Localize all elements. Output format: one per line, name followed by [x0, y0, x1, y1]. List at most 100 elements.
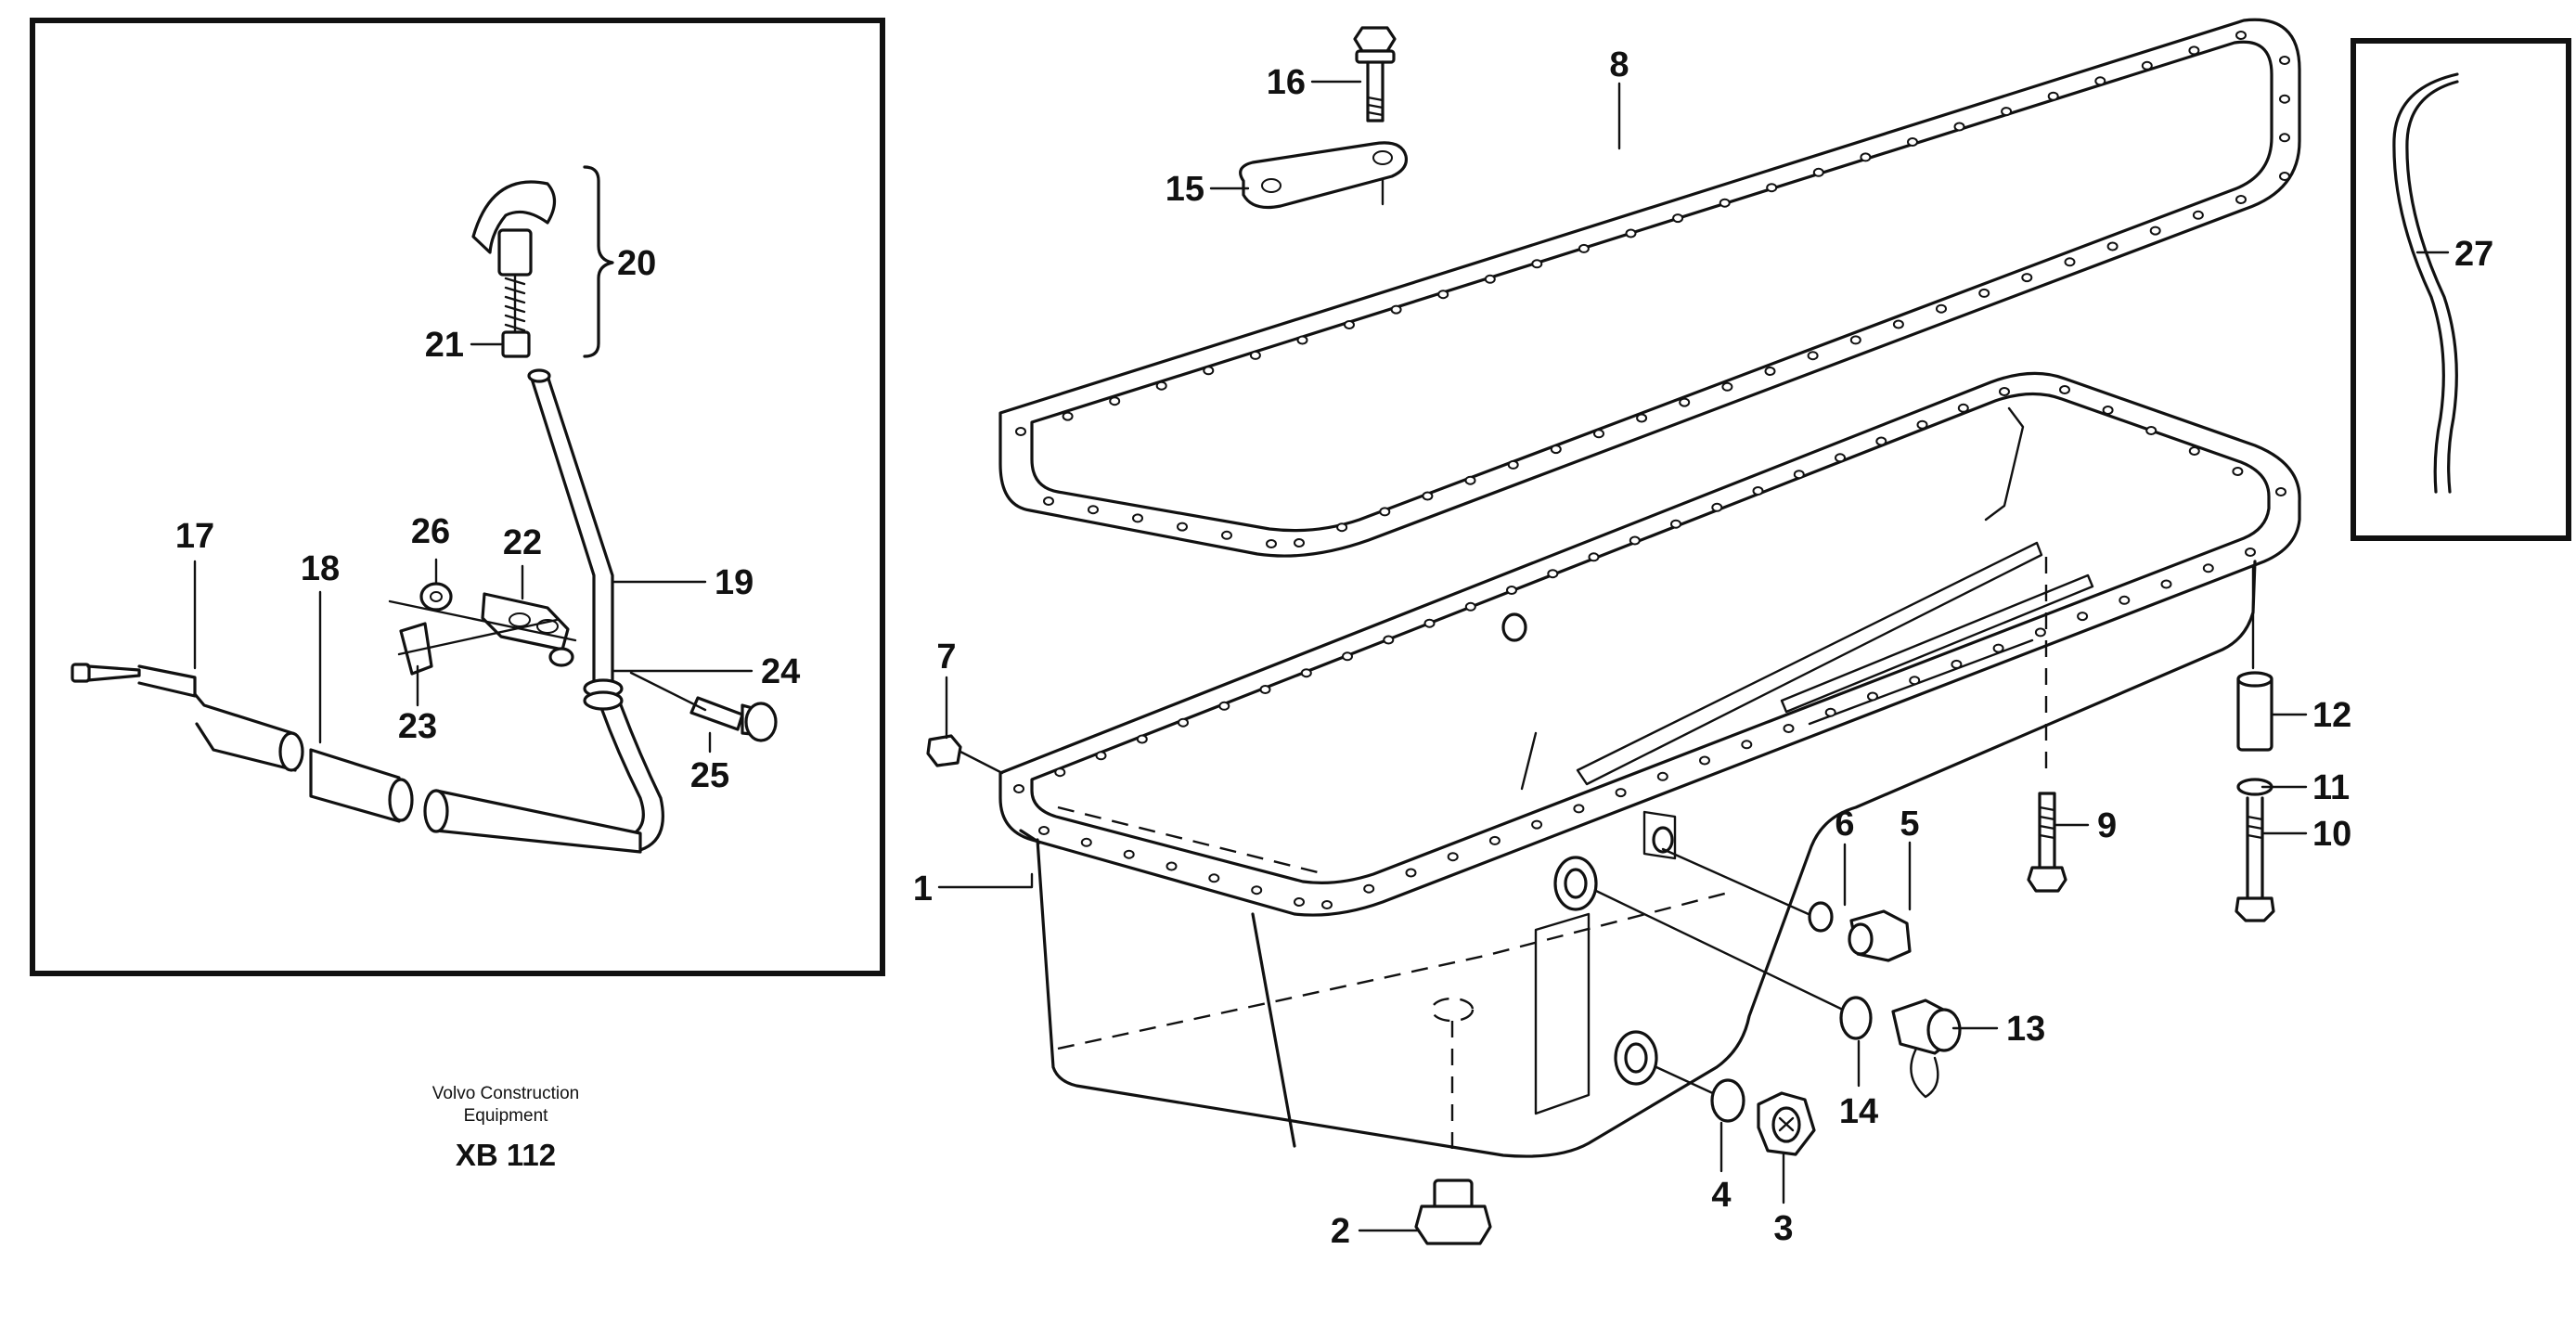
plug-7 [926, 734, 1004, 775]
callout-23: 23 [398, 707, 437, 746]
drain-plug-2 [1414, 997, 1492, 1245]
oil-pan [998, 371, 2301, 1158]
callout-5: 5 [1900, 805, 1919, 844]
bolt-hole [2149, 225, 2161, 236]
plug-3 [1757, 1091, 1816, 1156]
bolt-hole [2001, 107, 2013, 117]
spacer-12 [2236, 564, 2273, 752]
callout-3: 3 [1773, 1209, 1793, 1248]
leader-lines [193, 80, 2450, 1232]
bolt-hole [1992, 643, 2004, 653]
callout-11: 11 [2312, 768, 2350, 807]
bolt-hole [1907, 137, 1918, 147]
bolt-hole [1294, 538, 1305, 548]
bolt-hole [1249, 350, 1261, 360]
bolt-hole [1951, 659, 1963, 669]
bolt-hole [1266, 539, 1277, 548]
bolt-hole [1835, 453, 1846, 463]
dipstick-rod [71, 663, 304, 772]
bolt-holes [1013, 31, 2290, 909]
bolt-hole [1155, 380, 1167, 391]
bracket-20 [583, 165, 614, 358]
bolt-hole [1321, 900, 1333, 909]
callout-7: 7 [936, 638, 956, 676]
bolt-hole [1625, 228, 1637, 238]
plug-5 [1848, 909, 1912, 962]
caption-line1: Volvo Construction [432, 1084, 579, 1103]
bolt-hole [2145, 426, 2157, 435]
bolt-hole [1251, 885, 1263, 895]
bolt-hole [1531, 819, 1543, 830]
bolt-hole [1909, 676, 1921, 686]
bolt-hole [1218, 701, 1230, 711]
bolt-hole [1123, 849, 1135, 859]
bolt-hole [2279, 94, 2290, 104]
callout-20: 20 [617, 244, 656, 283]
rubber-sleeve [309, 748, 414, 823]
bolt-hole [1336, 522, 1348, 533]
bolt-hole [2279, 133, 2290, 143]
seal-4 [1710, 1078, 1745, 1123]
bolt-hole [1447, 852, 1459, 862]
bolt-hole [2059, 385, 2070, 394]
clamp [481, 592, 570, 651]
bolt-hole [1860, 152, 1872, 162]
bolt-hole [1721, 381, 1733, 392]
bolt-hole [1132, 513, 1143, 523]
bolt-hole [1531, 259, 1543, 269]
bolt-hole [1203, 366, 1215, 376]
bolt-hole [1636, 413, 1648, 423]
bolt-hole [2192, 210, 2204, 220]
callout-12: 12 [2312, 696, 2351, 735]
bolt-hole [1867, 691, 1878, 702]
callout-15: 15 [1166, 170, 1204, 209]
hose-inset [2351, 38, 2571, 541]
lower-tube [434, 789, 642, 854]
bolt-hole [2064, 257, 2076, 267]
bolt-hole [1062, 411, 1074, 421]
bolt-hole [1672, 213, 1684, 224]
bolt-hole [1741, 740, 1753, 750]
callout-22: 22 [503, 523, 542, 562]
bolt-hole [1766, 183, 1778, 193]
bolt-hole [2160, 579, 2172, 589]
callout-13: 13 [2006, 1010, 2045, 1049]
bolt-hole [2235, 31, 2247, 40]
callout-24: 24 [761, 652, 800, 691]
callout-25: 25 [690, 756, 729, 795]
bolt-9 [2027, 557, 2067, 893]
bolt-hole [1875, 436, 1887, 446]
bolt-hole [1547, 569, 1559, 579]
bolt-hole [1484, 274, 1496, 284]
bolt-hole [1892, 319, 1904, 329]
bolt-hole [2094, 76, 2106, 86]
bolt-hole [1054, 767, 1066, 778]
caption-line2: Equipment [464, 1106, 549, 1126]
bolt-hole [2275, 487, 2286, 496]
inset-frame-left [30, 18, 885, 976]
bolt-hole [2047, 91, 2059, 101]
bolt-hole [1999, 387, 2010, 396]
bolt-hole [2119, 595, 2131, 605]
bolt-hole [1656, 771, 1668, 781]
bolt-hole [1593, 429, 1604, 439]
bolt-hole [1342, 651, 1353, 662]
bolt-hole [1578, 243, 1590, 253]
bolt-hole [1080, 837, 1092, 847]
bolt-hole [1849, 335, 1861, 345]
bolt-hole [1136, 734, 1148, 744]
callout-19: 19 [715, 563, 753, 602]
bolt-hole [2188, 45, 2200, 56]
plate-15 [1239, 141, 1409, 210]
bolt-hole [1711, 502, 1723, 512]
bolt-hole [2279, 56, 2290, 65]
plug-13 [1891, 999, 1962, 1099]
bolt-hole [1259, 685, 1271, 694]
bolt-hole [1507, 459, 1519, 470]
bolt-16 [1353, 26, 1397, 206]
bolt-hole [1573, 804, 1585, 814]
bolt-hole [2077, 612, 2089, 622]
bolt-hole [1379, 507, 1391, 517]
bolt-hole [2245, 548, 2256, 557]
